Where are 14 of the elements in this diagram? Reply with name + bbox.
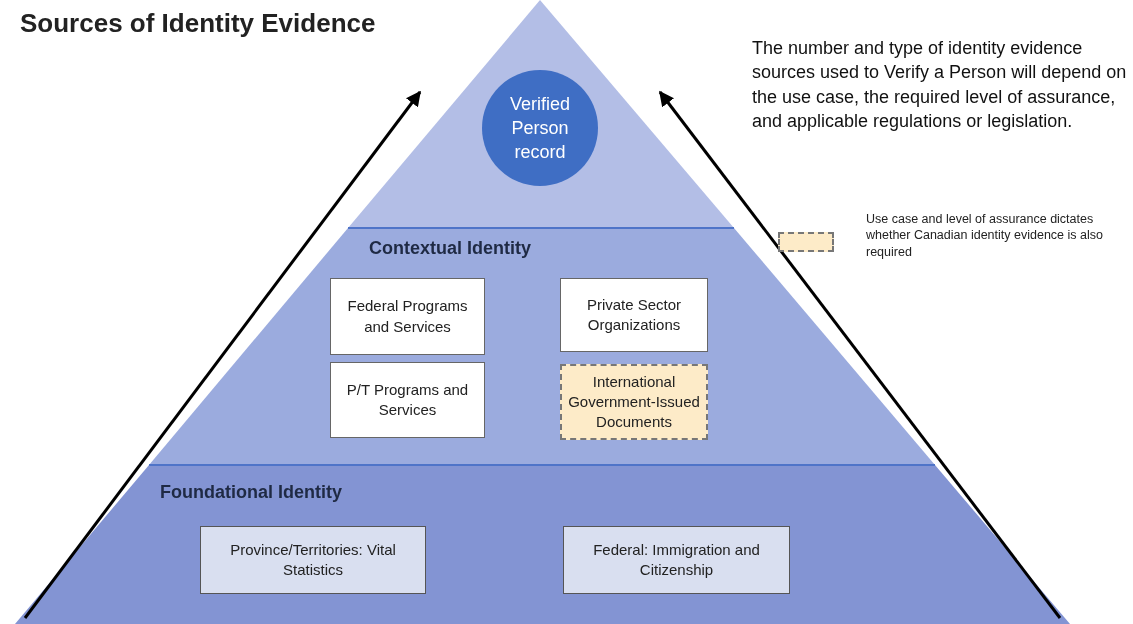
legend-text: Use case and level of assurance dictates whether Canadian identity evidence is also required xyxy=(866,211,1104,260)
source-box: Federal: Immigration and Citizenship xyxy=(563,526,790,594)
band-heading: Foundational Identity xyxy=(160,482,342,503)
arrow xyxy=(23,90,422,619)
note-text: The number and type of identity evidence sources used to Verify a Person will depend on the use case, the required level of assurance, and applicable regulations or legislation. xyxy=(752,37,1127,133)
source-box: P/T Programs and Services xyxy=(330,362,485,438)
pyramid-band xyxy=(15,465,1070,624)
source-box: Private Sector Organizations xyxy=(560,278,708,352)
source-box: Province/Territories: Vital Statistics xyxy=(200,526,426,594)
source-box: Federal Programs and Services xyxy=(330,278,485,355)
title: Sources of Identity Evidence xyxy=(20,8,376,39)
band-heading: Contextual Identity xyxy=(369,238,531,259)
arrow xyxy=(658,90,1062,619)
source-box: International Government-Issued Documents xyxy=(560,364,708,440)
